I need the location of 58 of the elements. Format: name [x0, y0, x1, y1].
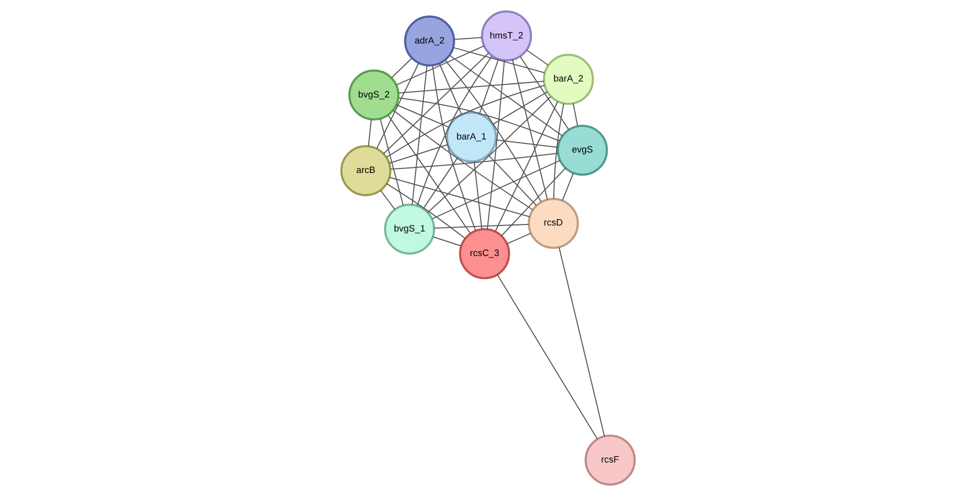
connector [511, 60, 548, 200]
connector [452, 47, 544, 74]
node-circle: bvgS_2 [348, 69, 399, 120]
node-circle: bvgS_1 [384, 204, 435, 255]
connector [486, 60, 504, 230]
connector [519, 56, 569, 130]
connector [473, 161, 482, 230]
connector [396, 104, 449, 128]
connector [478, 58, 498, 114]
connector [388, 144, 448, 164]
connector [448, 54, 562, 136]
connector [422, 157, 458, 209]
connector [488, 154, 536, 206]
connector [416, 56, 492, 206]
connector [492, 91, 548, 125]
connector [386, 84, 544, 158]
node-circle: adrA_2 [404, 15, 455, 66]
connector [388, 176, 530, 218]
node-circle: hmsT_2 [480, 10, 532, 62]
connector [495, 139, 558, 148]
connector [438, 63, 462, 115]
connector [367, 119, 372, 146]
connector [454, 37, 482, 40]
connector [558, 247, 604, 436]
connector [390, 58, 412, 78]
connector [432, 236, 461, 247]
connector [380, 190, 395, 210]
connector [396, 45, 484, 86]
connector [506, 232, 530, 244]
connector [382, 52, 489, 154]
connector [526, 50, 548, 66]
connector [432, 65, 476, 231]
connector [500, 168, 566, 236]
connector [398, 80, 544, 94]
connector [390, 152, 558, 170]
node-circle: rcsF [584, 434, 636, 486]
connector [444, 60, 541, 202]
connector [434, 224, 528, 229]
node-circle: rcsD [527, 198, 578, 249]
connector [496, 274, 598, 440]
node-circle: barA_2 [542, 54, 594, 105]
connector [376, 62, 419, 149]
connector [431, 160, 560, 220]
connector [387, 114, 470, 234]
connector [398, 97, 560, 142]
node-circle: rcsC_3 [458, 228, 510, 280]
node-circle: evgS [556, 124, 608, 176]
connector [494, 101, 558, 232]
connector [552, 103, 564, 199]
connector [411, 66, 427, 205]
connector [427, 96, 551, 213]
node-circle: barA_1 [445, 112, 496, 163]
connector [386, 183, 465, 239]
connector [572, 103, 578, 126]
connector [561, 172, 574, 201]
connector [392, 110, 533, 210]
node-circle: arcB [340, 145, 391, 196]
connector [379, 118, 404, 206]
